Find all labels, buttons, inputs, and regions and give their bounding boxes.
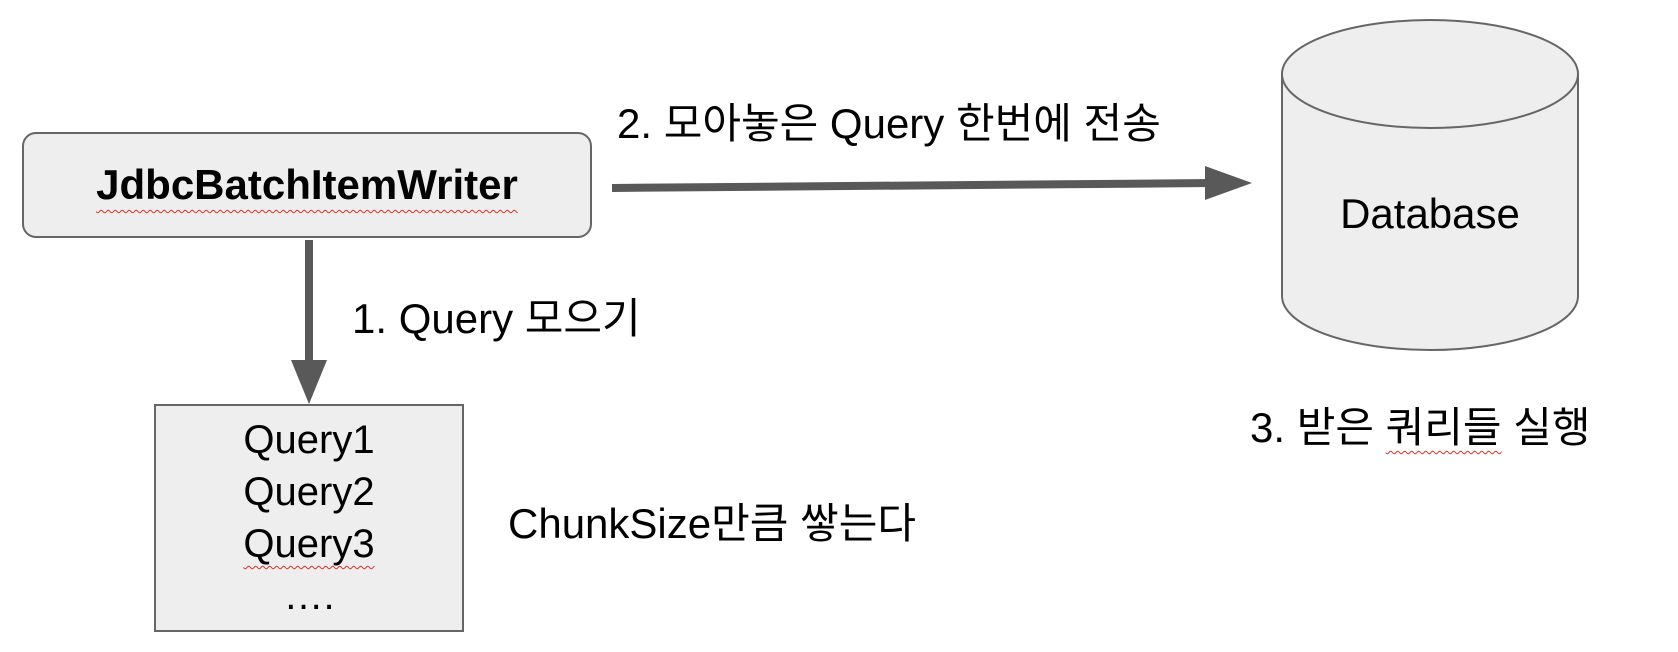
writer-label: JdbcBatchItemWriter bbox=[96, 161, 518, 208]
step-execute-prefix: 3. 받은 bbox=[1250, 404, 1386, 451]
step-collect-label: 1. Query 모으기 bbox=[352, 295, 641, 342]
chunk-note-label: ChunkSize만큼 쌓는다 bbox=[508, 500, 916, 547]
query-item: Query1 bbox=[243, 418, 375, 462]
arrow-send-head bbox=[1205, 166, 1252, 200]
step-execute-label: 3. 받은 쿼리들 실행 bbox=[1250, 394, 1591, 455]
query-item-ellipsis: …. bbox=[283, 574, 335, 618]
arrow-collect-head bbox=[291, 360, 327, 404]
writer-box: JdbcBatchItemWriter bbox=[22, 132, 592, 238]
step-execute-suffix: 실행 bbox=[1501, 404, 1591, 451]
query-buffer-box: Query1 Query2 Query3 …. bbox=[154, 404, 464, 632]
query-item: Query3 bbox=[243, 522, 375, 566]
database-cylinder bbox=[1281, 19, 1579, 351]
query-item: Query2 bbox=[243, 470, 375, 514]
step-execute-word: 쿼리들 bbox=[1385, 404, 1502, 451]
database-label: Database bbox=[1340, 190, 1520, 237]
step-send-label: 2. 모아놓은 Query 한번에 전송 bbox=[617, 100, 1161, 147]
arrow-send bbox=[611, 179, 1213, 192]
